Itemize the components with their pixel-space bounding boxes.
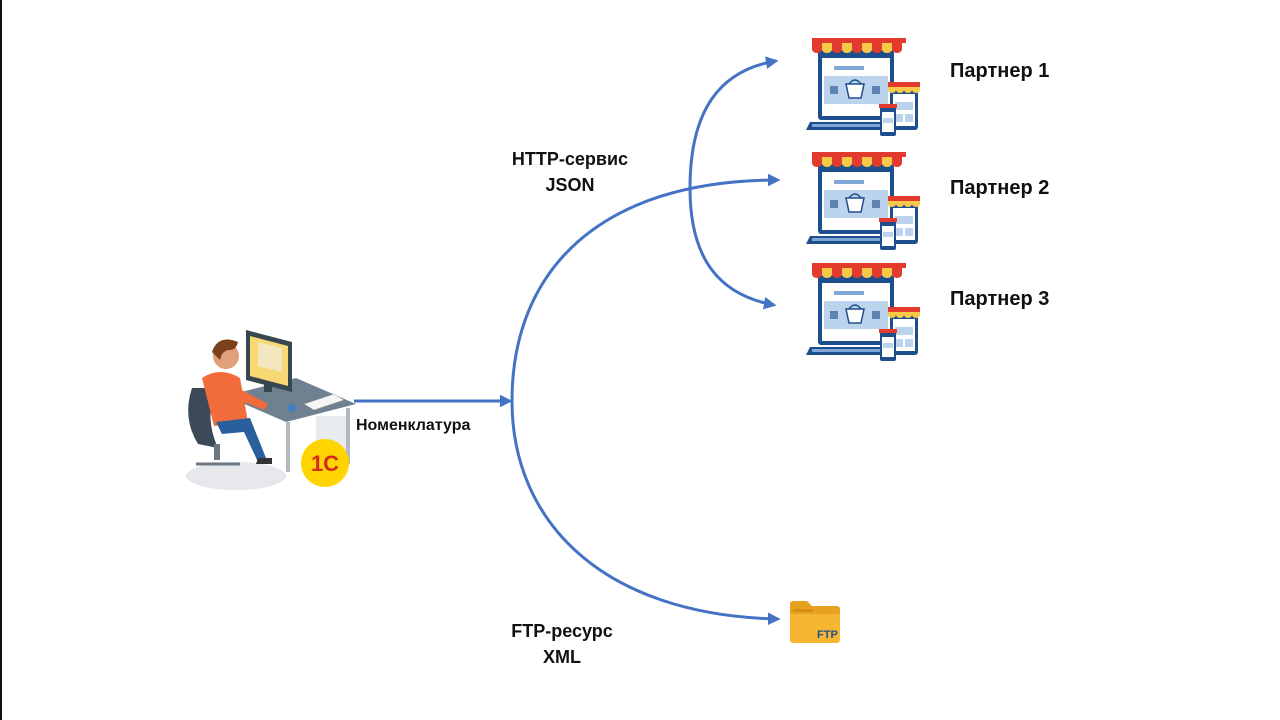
ftp-folder-icon: FTP	[790, 601, 840, 643]
online-shop-icon	[805, 262, 921, 362]
http-label-line-2: JSON	[545, 175, 595, 196]
1c-logo: 1С	[301, 439, 349, 487]
partner-1-label: Партнер 1	[950, 60, 1050, 82]
http-label-line-1: HTTP-сервис	[511, 149, 629, 169]
edge-hub-to-partner-2	[510, 173, 781, 402]
edge-to-partner-1	[688, 56, 779, 189]
edge-label-nomenclature: Номенклатура	[356, 417, 471, 434]
partner-2-label: Партнер 2	[950, 177, 1050, 199]
online-shop-icon	[805, 37, 921, 137]
edge-hub-to-ftp	[510, 400, 781, 626]
edge-to-partner-3	[688, 187, 777, 310]
edge-label-ftp-resource: FTP-ресурс XML	[482, 618, 642, 670]
1c-logo-text: 1С	[311, 451, 339, 476]
online-shop-icon	[805, 151, 921, 251]
ftp-folder-text: FTP	[817, 629, 838, 641]
edge-label-http-service: HTTP-сервис JSON	[490, 146, 650, 198]
left-frame-border	[0, 0, 2, 720]
partner-3-label: Партнер 3	[950, 288, 1050, 310]
ftp-label-line-1: FTP-ресурс	[511, 621, 613, 641]
ftp-label-line-2: XML	[543, 647, 581, 668]
